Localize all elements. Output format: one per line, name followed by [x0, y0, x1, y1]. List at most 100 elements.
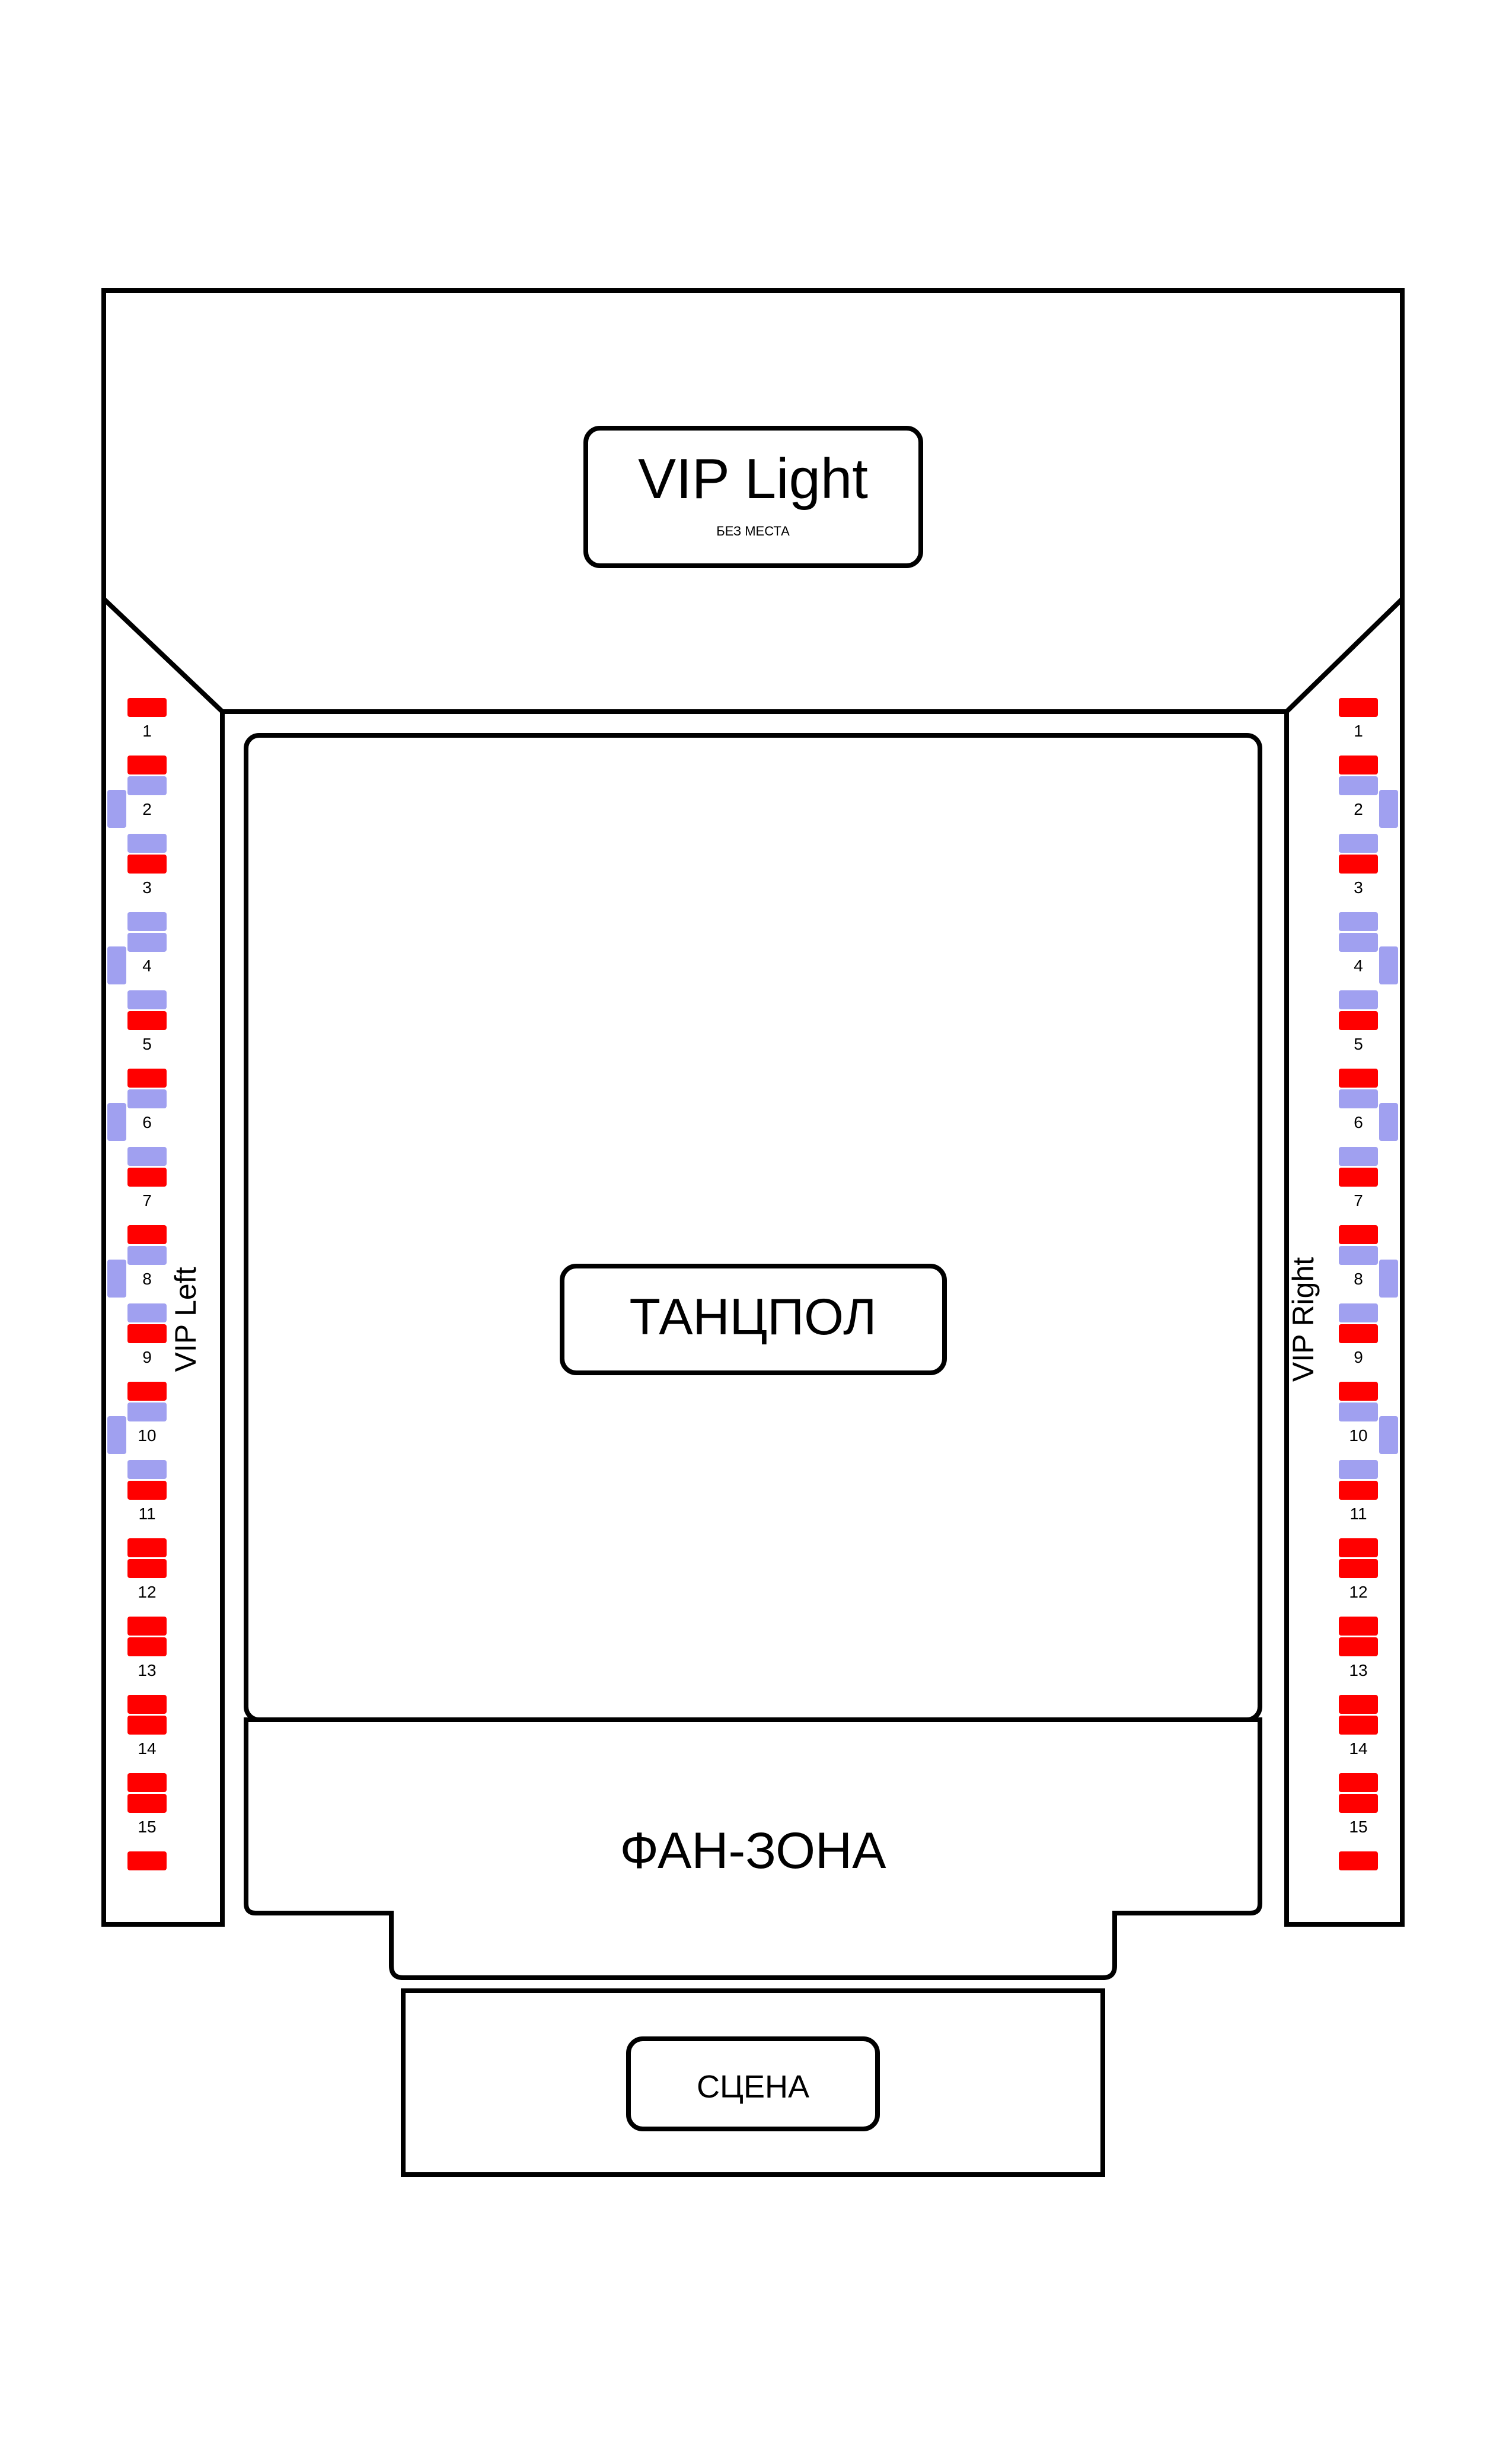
right-table-5-seat-top[interactable]	[1339, 1011, 1378, 1030]
left-table-5-number: 5	[142, 1035, 152, 1053]
left-table-1-seat-bottom[interactable]	[127, 756, 167, 774]
left-table-2-number: 2	[142, 800, 152, 818]
right-table-8-seat-top[interactable]	[1339, 1246, 1378, 1265]
right-table-6-seat-side[interactable]	[1379, 1103, 1398, 1141]
left-table-14-seat-top[interactable]	[127, 1716, 167, 1735]
right-table-13-seat-bottom[interactable]	[1339, 1695, 1378, 1714]
left-table-6-seat-bottom[interactable]	[127, 1147, 167, 1166]
left-table-7-seat-bottom[interactable]	[127, 1225, 167, 1244]
right-table-8-seat-side[interactable]	[1379, 1260, 1398, 1298]
left-table-15-seat-top[interactable]	[127, 1794, 167, 1813]
left-table-15-number: 15	[138, 1818, 156, 1836]
right-table-2-seat-side[interactable]	[1379, 790, 1398, 828]
right-table-2-seat-bottom[interactable]	[1339, 834, 1378, 853]
right-table-12-number: 12	[1349, 1583, 1367, 1601]
stage-label: СЦЕНА	[697, 2069, 809, 2105]
right-table-10-seat-side[interactable]	[1379, 1416, 1398, 1454]
right-table-8-seat-bottom[interactable]	[1339, 1303, 1378, 1322]
left-table-6-number: 6	[142, 1113, 152, 1131]
left-table-3-seat-top[interactable]	[127, 855, 167, 874]
right-table-5-seat-bottom[interactable]	[1339, 1069, 1378, 1088]
right-table-11-seat-bottom[interactable]	[1339, 1538, 1378, 1557]
right-table-9-seat-bottom[interactable]	[1339, 1382, 1378, 1401]
left-table-1-number: 1	[142, 722, 152, 740]
left-table-2-seat-top[interactable]	[127, 776, 167, 795]
left-table-8-seat-side[interactable]	[107, 1260, 126, 1298]
vip-light-note: БЕЗ МЕСТА	[716, 524, 790, 538]
left-table-3-seat-bottom[interactable]	[127, 912, 167, 931]
fan-zone-area[interactable]	[244, 1717, 1262, 1980]
left-table-10-number: 10	[138, 1426, 156, 1445]
right-table-10-seat-bottom[interactable]	[1339, 1460, 1378, 1479]
left-table-4-seat-side[interactable]	[107, 946, 126, 984]
left-table-2-seat-bottom[interactable]	[127, 834, 167, 853]
left-table-10-seat-top[interactable]	[127, 1402, 167, 1421]
left-table-11-seat-top[interactable]	[127, 1481, 167, 1500]
right-table-8-number: 8	[1354, 1270, 1363, 1288]
left-table-8-seat-bottom[interactable]	[127, 1303, 167, 1322]
vip-light-title: VIP Light	[638, 447, 868, 511]
stage-area[interactable]	[401, 1988, 1105, 2177]
left-table-15-seat-bottom[interactable]	[127, 1851, 167, 1870]
left-table-12-seat-top[interactable]	[127, 1559, 167, 1578]
left-table-10-seat-side[interactable]	[107, 1416, 126, 1454]
right-table-6-seat-bottom[interactable]	[1339, 1147, 1378, 1166]
right-table-2-seat-top[interactable]	[1339, 776, 1378, 795]
left-table-6-seat-side[interactable]	[107, 1103, 126, 1141]
left-table-3-number: 3	[142, 878, 152, 897]
right-table-1-seat-top[interactable]	[1339, 698, 1378, 717]
right-table-10-seat-top[interactable]	[1339, 1402, 1378, 1421]
left-table-13-seat-bottom[interactable]	[127, 1695, 167, 1714]
right-table-4-seat-bottom[interactable]	[1339, 990, 1378, 1009]
fan-zone-label: ФАН-ЗОНА	[620, 1822, 887, 1879]
right-table-1-seat-bottom[interactable]	[1339, 756, 1378, 774]
left-table-9-seat-bottom[interactable]	[127, 1382, 167, 1401]
left-table-14-seat-bottom[interactable]	[127, 1773, 167, 1792]
right-table-5-number: 5	[1354, 1035, 1363, 1053]
left-table-8-seat-top[interactable]	[127, 1246, 167, 1265]
left-table-10-seat-bottom[interactable]	[127, 1460, 167, 1479]
right-table-9-seat-top[interactable]	[1339, 1324, 1378, 1343]
left-table-11-number: 11	[138, 1504, 155, 1523]
right-table-3-seat-top[interactable]	[1339, 855, 1378, 874]
vip-left-area[interactable]	[101, 593, 225, 1927]
left-table-12-number: 12	[138, 1583, 156, 1601]
right-table-7-seat-top[interactable]	[1339, 1168, 1378, 1187]
left-table-6-seat-top[interactable]	[127, 1089, 167, 1108]
right-table-15-seat-top[interactable]	[1339, 1794, 1378, 1813]
dance-floor-area[interactable]	[244, 733, 1262, 1722]
right-table-9-number: 9	[1354, 1348, 1363, 1366]
right-table-4-seat-side[interactable]	[1379, 946, 1398, 984]
right-table-1-number: 1	[1354, 722, 1363, 740]
left-table-11-seat-bottom[interactable]	[127, 1538, 167, 1557]
right-table-6-seat-top[interactable]	[1339, 1089, 1378, 1108]
dance-floor-label: ТАНЦПОЛ	[630, 1289, 877, 1346]
right-table-7-number: 7	[1354, 1191, 1363, 1210]
left-table-7-seat-top[interactable]	[127, 1168, 167, 1187]
left-table-9-seat-top[interactable]	[127, 1324, 167, 1343]
left-table-4-seat-bottom[interactable]	[127, 990, 167, 1009]
right-table-13-seat-top[interactable]	[1339, 1637, 1378, 1656]
right-table-11-seat-top[interactable]	[1339, 1481, 1378, 1500]
right-table-15-seat-bottom[interactable]	[1339, 1851, 1378, 1870]
left-table-2-seat-side[interactable]	[107, 790, 126, 828]
right-table-14-seat-top[interactable]	[1339, 1716, 1378, 1735]
left-table-5-seat-top[interactable]	[127, 1011, 167, 1030]
right-table-3-seat-bottom[interactable]	[1339, 912, 1378, 931]
right-table-12-seat-top[interactable]	[1339, 1559, 1378, 1578]
left-table-12-seat-bottom[interactable]	[127, 1617, 167, 1636]
left-table-4-seat-top[interactable]	[127, 933, 167, 952]
right-table-4-seat-top[interactable]	[1339, 933, 1378, 952]
right-table-14-seat-bottom[interactable]	[1339, 1773, 1378, 1792]
right-table-12-seat-bottom[interactable]	[1339, 1617, 1378, 1636]
vip-left-label: VIP Left	[169, 1267, 202, 1372]
right-table-7-seat-bottom[interactable]	[1339, 1225, 1378, 1244]
left-table-13-seat-top[interactable]	[127, 1637, 167, 1656]
left-table-1-seat-top[interactable]	[127, 698, 167, 717]
left-table-5-seat-bottom[interactable]	[127, 1069, 167, 1088]
vip-right-area[interactable]	[1284, 593, 1405, 1927]
right-table-15-number: 15	[1349, 1818, 1367, 1836]
